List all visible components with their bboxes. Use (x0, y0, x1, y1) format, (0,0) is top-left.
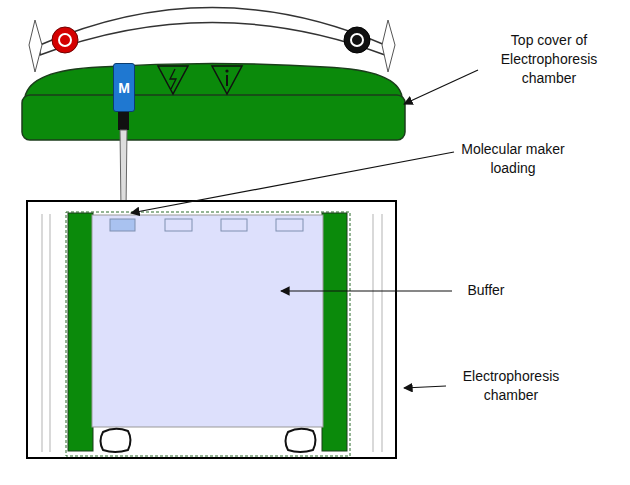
callout-label: Molecular maker loading (458, 140, 568, 178)
lid-clip (382, 20, 395, 72)
well (276, 219, 303, 231)
well (165, 219, 192, 231)
foot-clip (101, 429, 131, 452)
well-loaded (110, 219, 135, 231)
terminal-ring (351, 34, 363, 46)
electrode-bar (68, 213, 93, 451)
chamber-rail (41, 214, 43, 452)
leader-line (281, 290, 452, 291)
chamber-outline (27, 201, 396, 458)
warning-triangle (212, 66, 242, 94)
cover-base (22, 95, 405, 140)
chamber-rail (372, 214, 374, 452)
marker-letter: M (118, 80, 130, 96)
well (221, 219, 247, 231)
leader-line (404, 386, 446, 388)
marker-tube: M (113, 63, 135, 112)
lid-clip (29, 20, 42, 72)
info-bar (226, 75, 228, 86)
lid-handle (40, 8, 385, 56)
leader-line (131, 152, 454, 213)
terminal-ring (59, 34, 71, 46)
callout-label: Electrophoresis chamber (450, 367, 572, 405)
leader-line (404, 70, 478, 104)
info-dot (225, 69, 228, 72)
callout-label: Top cover of Electrophoresis chamber (488, 31, 610, 88)
foot-clip (286, 429, 316, 452)
tray-outline (66, 212, 350, 456)
chamber-rail (49, 214, 51, 452)
black-terminal (344, 27, 370, 53)
lightning-symbol (170, 69, 176, 89)
callout-label: Buffer (456, 281, 516, 300)
chamber-rail (381, 214, 383, 452)
cover-dome (25, 64, 402, 98)
red-terminal (52, 27, 78, 53)
pipette-collar (118, 111, 129, 130)
buffer-area (92, 215, 323, 427)
electrode-bar (322, 213, 347, 451)
warning-triangle (158, 66, 188, 94)
